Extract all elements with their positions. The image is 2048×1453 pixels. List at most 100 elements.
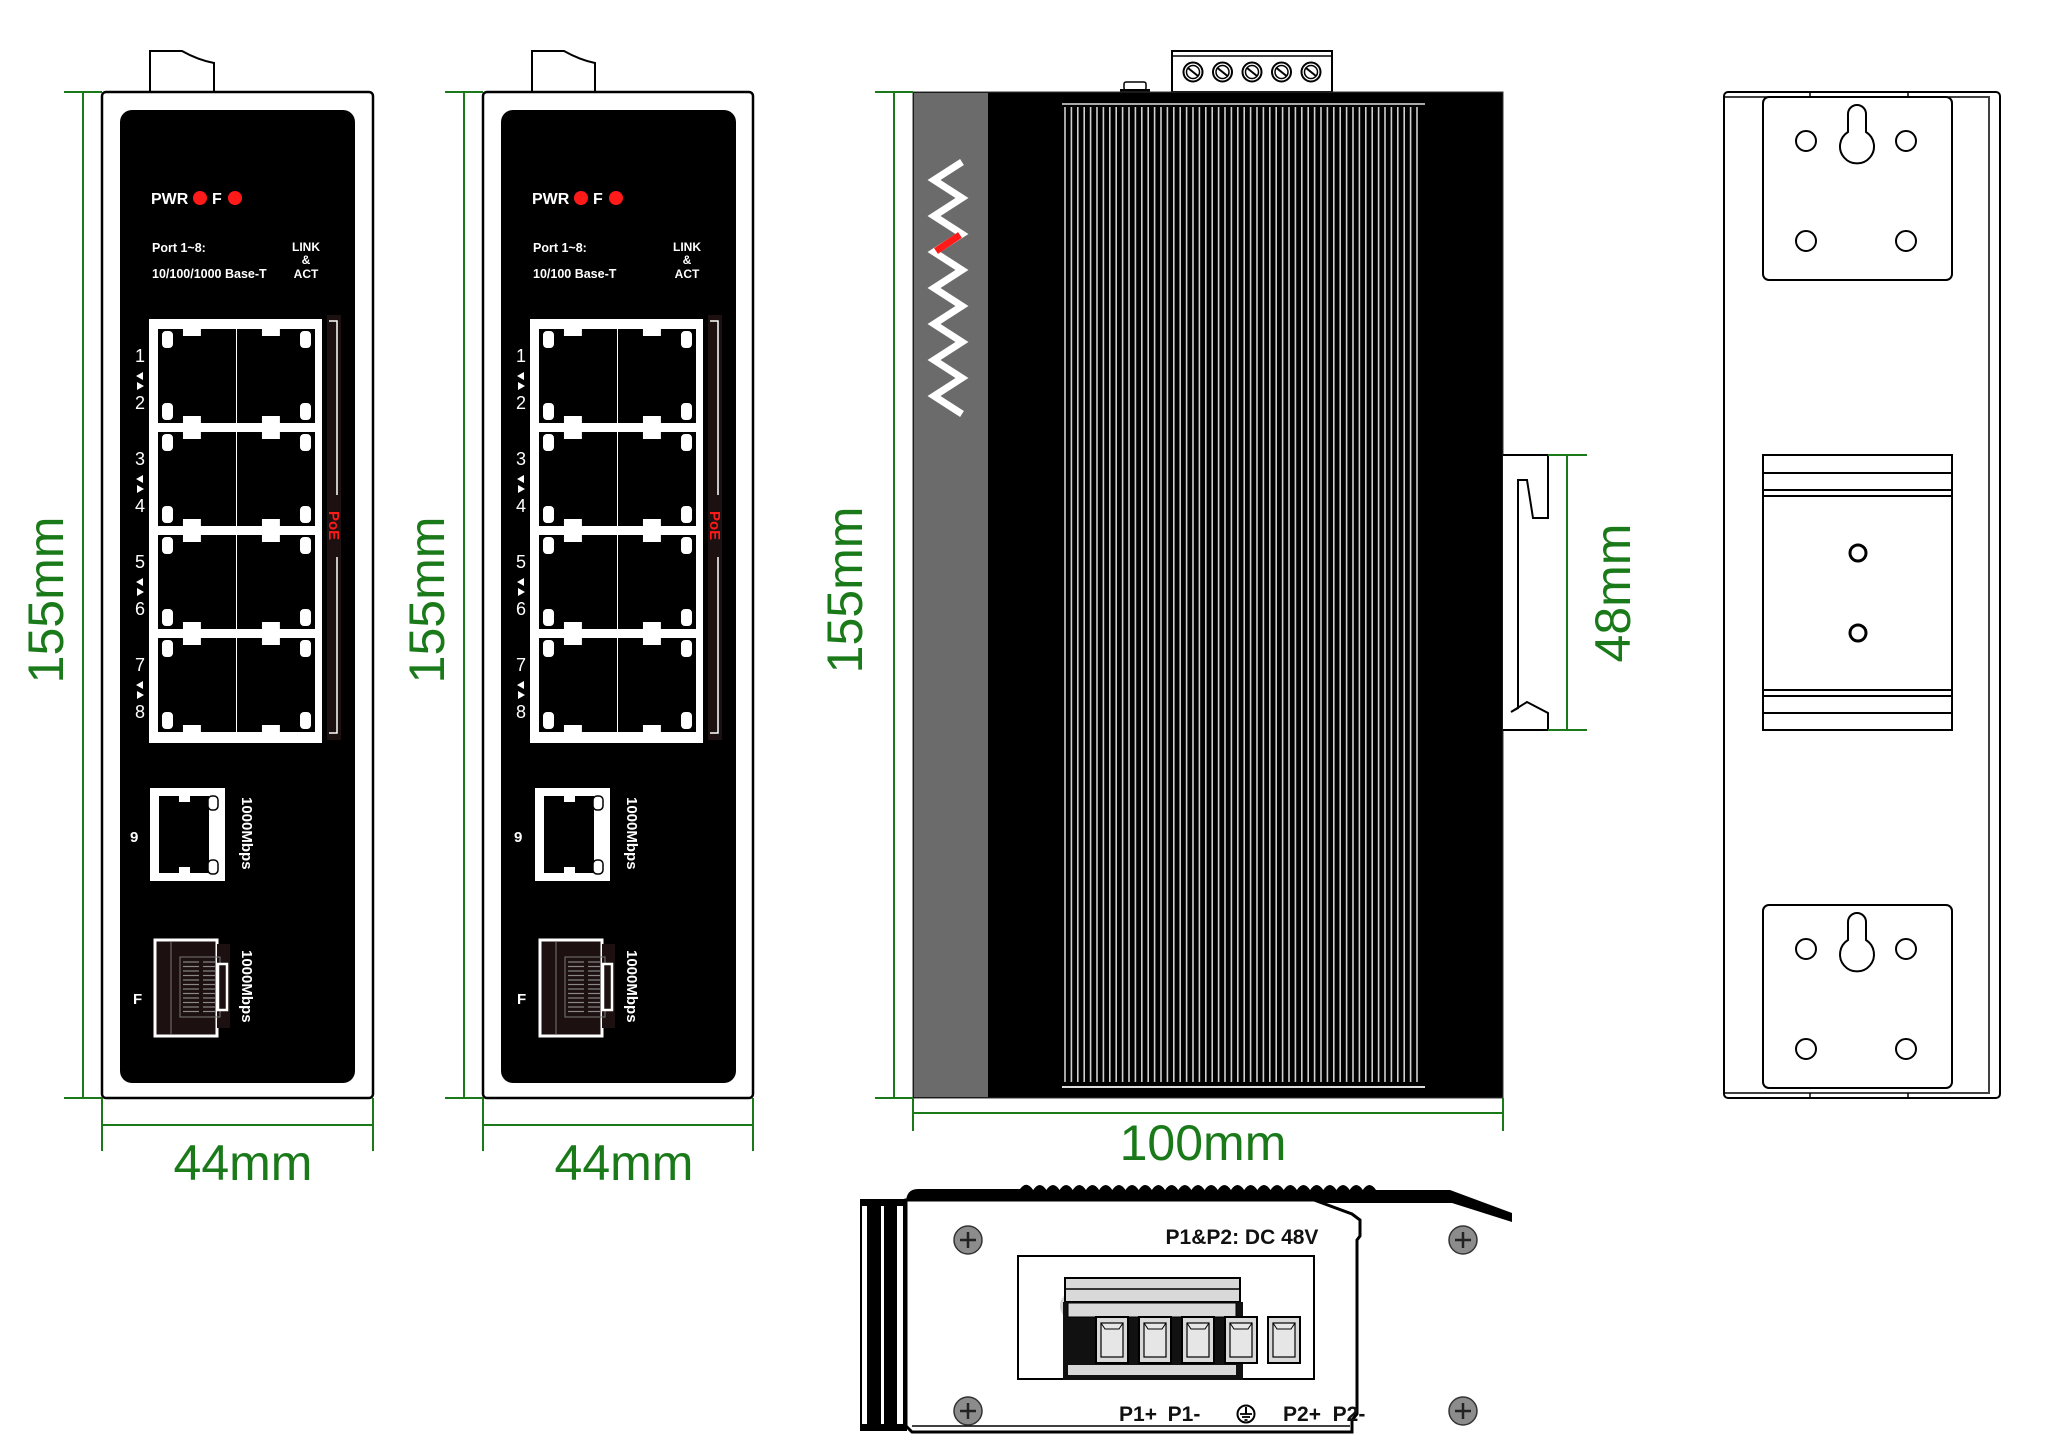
rj45-port bbox=[237, 638, 315, 732]
led-label-f: F bbox=[212, 191, 222, 208]
led-label-pwr: PWR bbox=[151, 191, 189, 208]
rj45-socket bbox=[539, 432, 617, 526]
sfp-port bbox=[538, 938, 615, 1038]
port-led-act bbox=[541, 607, 556, 628]
port-number: 4 bbox=[135, 496, 145, 516]
arrow-right-icon bbox=[518, 691, 525, 699]
arrow-right-icon bbox=[137, 588, 144, 596]
port-led-act bbox=[298, 504, 313, 525]
led-pwr-indicator bbox=[193, 191, 207, 205]
led-label-pwr: PWR bbox=[532, 191, 570, 208]
top-tab bbox=[531, 50, 596, 92]
port-group-title: Port 1~8: bbox=[152, 241, 206, 255]
rj45-socket bbox=[237, 638, 315, 732]
link-label-line1: LINK bbox=[292, 240, 320, 254]
wall-mount-bracket-top bbox=[1762, 96, 1953, 281]
terminal-screw-icon bbox=[1241, 61, 1263, 83]
port-led-act bbox=[298, 607, 313, 628]
wall-mount-bracket-bottom bbox=[1762, 904, 1953, 1089]
port-led-link bbox=[298, 329, 313, 350]
rj45-port bbox=[158, 432, 236, 526]
uplink-port-speed: 1000Mbps bbox=[623, 797, 640, 870]
arrow-left-icon bbox=[136, 475, 143, 483]
led-f-indicator bbox=[228, 191, 242, 205]
terminal-slot bbox=[1095, 1316, 1129, 1364]
port-led-act bbox=[679, 504, 694, 525]
arrow-left-icon bbox=[517, 475, 524, 483]
height-dimension bbox=[64, 91, 102, 1099]
port-led-link bbox=[679, 638, 694, 659]
din-clip-dimension-label: 48mm bbox=[1585, 524, 1641, 663]
rj45-port bbox=[539, 432, 617, 526]
power-label: P1&P2: DC 48V bbox=[1166, 1226, 1319, 1249]
sfp-port-speed: 1000Mbps bbox=[238, 950, 255, 1023]
port-number: 2 bbox=[135, 393, 145, 413]
port-led-link bbox=[679, 329, 694, 350]
poe-bracket-line-top bbox=[710, 320, 719, 495]
ground-stud bbox=[1120, 81, 1150, 93]
port-led-link bbox=[679, 535, 694, 556]
din-rail-plate bbox=[1762, 454, 1953, 731]
sfp-port bbox=[153, 938, 230, 1038]
port-number: 8 bbox=[135, 702, 145, 722]
width-dimension bbox=[912, 1098, 1504, 1131]
rj45-socket bbox=[158, 432, 236, 526]
led-f-indicator bbox=[609, 191, 623, 205]
uplink-rj45-port bbox=[150, 788, 225, 881]
arrow-right-icon bbox=[518, 382, 525, 390]
sfp-port-label: F bbox=[517, 991, 526, 1008]
port-number: 3 bbox=[516, 449, 526, 469]
width-dimension-label: 44mm bbox=[174, 1135, 313, 1191]
rj45-port bbox=[539, 535, 617, 629]
sfp-latch bbox=[216, 962, 229, 1012]
rj45-port bbox=[618, 432, 696, 526]
sfp-cage bbox=[538, 938, 604, 1038]
terminal-screw-icon bbox=[1271, 61, 1292, 83]
port-number: 1 bbox=[135, 346, 145, 366]
rj45-port-block bbox=[149, 319, 322, 743]
uplink-port-speed: 1000Mbps bbox=[238, 797, 255, 870]
screw-icon bbox=[1448, 1225, 1478, 1255]
terminal-label-p2-plus: P2+ bbox=[1283, 1403, 1321, 1426]
arrow-left-icon bbox=[136, 372, 143, 380]
height-dimension-label: 155mm bbox=[18, 517, 74, 684]
rj45-port-block bbox=[530, 319, 703, 743]
rj45-socket bbox=[158, 329, 236, 423]
screw-icon bbox=[953, 1396, 983, 1426]
rj45-port bbox=[618, 535, 696, 629]
width-dimension-label: 100mm bbox=[1120, 1115, 1287, 1171]
bottom-view: P1&P2: DC 48V P1+ P1- bbox=[860, 1184, 1512, 1434]
port-led-link bbox=[160, 432, 175, 453]
port-led-act bbox=[541, 710, 556, 731]
port-led-act bbox=[679, 401, 694, 422]
rj45-socket bbox=[539, 535, 617, 629]
brand-logo bbox=[927, 159, 969, 417]
width-dimension-label: 44mm bbox=[555, 1135, 694, 1191]
rj45-socket bbox=[237, 329, 315, 423]
rj45-socket bbox=[158, 638, 236, 732]
arrow-right-icon bbox=[137, 691, 144, 699]
poe-label: PoE bbox=[706, 511, 723, 540]
port-group-title: Port 1~8: bbox=[533, 241, 587, 255]
terminal-slot bbox=[1181, 1316, 1215, 1364]
port-number: 8 bbox=[516, 702, 526, 722]
port-led-link bbox=[298, 432, 313, 453]
port-led-link bbox=[160, 638, 175, 659]
port-group-speed: 10/100 Base-T bbox=[533, 267, 617, 281]
din-rail-clip bbox=[1503, 454, 1549, 731]
corner-screws bbox=[953, 1225, 1478, 1426]
terminal-label-p2-minus: P2- bbox=[1333, 1403, 1366, 1426]
height-dimension bbox=[445, 91, 483, 1099]
port-led-act bbox=[679, 607, 694, 628]
port-led-link bbox=[160, 535, 175, 556]
rj45-socket bbox=[237, 432, 315, 526]
port-led-act bbox=[541, 504, 556, 525]
port-led-link bbox=[541, 638, 556, 659]
uplink-rj45-port bbox=[535, 788, 610, 881]
led-label-f: F bbox=[593, 191, 603, 208]
front-view-2: PWR F Port 1~8: 10/100 Base-T LINK & ACT… bbox=[399, 50, 755, 1191]
port-number: 3 bbox=[135, 449, 145, 469]
port-led-act bbox=[160, 607, 175, 628]
keyhole-slot bbox=[1839, 912, 1875, 973]
